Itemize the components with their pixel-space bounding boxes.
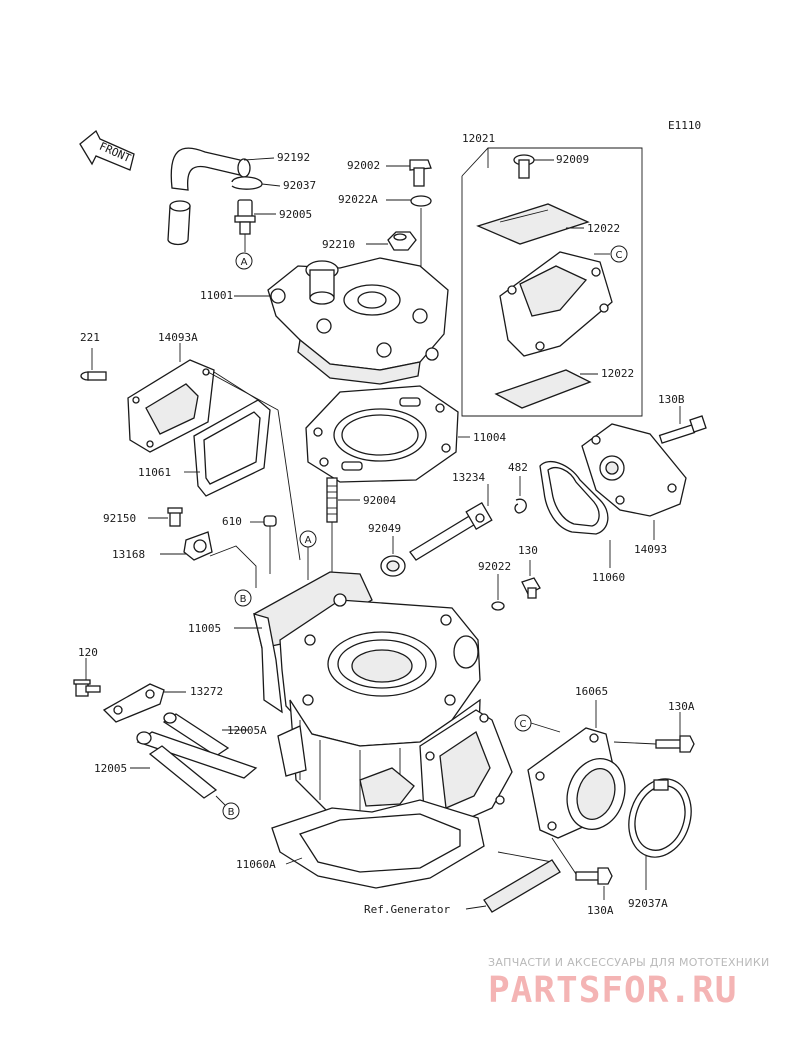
callout-12005a: 12005A <box>227 724 267 737</box>
callout-13272: 13272 <box>190 685 223 698</box>
watermark-brand: PARTSFOR.RU <box>488 970 737 1011</box>
cylinder-head <box>267 257 449 385</box>
reed-screw <box>513 154 535 179</box>
callout-130a-bottom: 130A <box>587 904 614 917</box>
valve-shaft-13234 <box>409 501 493 561</box>
marker-b-bottom-label: B <box>228 807 235 818</box>
callout-12022-upper: 12022 <box>587 222 620 235</box>
rod-12005a <box>162 712 230 757</box>
intake-port <box>419 709 513 831</box>
callout-13168: 13168 <box>112 548 145 561</box>
bolt-221 <box>80 371 107 381</box>
lever-13168 <box>183 531 213 561</box>
marker-a-top <box>235 252 253 270</box>
reed-stopper-upper <box>476 203 590 245</box>
bolt-120 <box>73 679 101 697</box>
marker-c-right-label: C <box>616 250 623 261</box>
callout-11001: 11001 <box>200 289 233 302</box>
washer-92022 <box>491 601 505 611</box>
valve-cover-14093 <box>581 423 687 517</box>
callout-92150: 92150 <box>103 512 136 525</box>
callout-12005: 12005 <box>94 762 127 775</box>
callout-92005: 92005 <box>279 208 312 221</box>
exhaust-cover-14093a <box>127 359 215 453</box>
bolt-130a-bottom <box>575 867 613 885</box>
marker-b-left <box>234 589 252 607</box>
callout-92009: 92009 <box>556 153 589 166</box>
reed-valve-box <box>461 147 643 417</box>
bolt-130b <box>658 415 707 444</box>
watermark-subtitle: ЗАПЧАСТИ И АКСЕССУАРЫ ДЛЯ МОТОТЕХНИКИ <box>488 956 770 969</box>
callout-92192: 92192 <box>277 151 310 164</box>
callout-92022a: 92022A <box>338 193 378 206</box>
callout-14093: 14093 <box>634 543 667 556</box>
oil-seal-92049 <box>380 555 406 577</box>
marker-c-right <box>610 245 628 263</box>
callout-221: 221 <box>80 331 100 344</box>
diagram-code: E1110 <box>668 119 701 132</box>
base-gasket-11060a <box>271 799 485 889</box>
callout-11060a: 11060A <box>236 858 276 871</box>
callout-12021: 12021 <box>462 132 495 145</box>
callout-11061: 11061 <box>138 466 171 479</box>
callout-92210: 92210 <box>322 238 355 251</box>
callout-92002: 92002 <box>347 159 380 172</box>
reed-valve-body <box>499 251 613 357</box>
front-arrow: FRONT <box>79 129 135 171</box>
callout-16065: 16065 <box>575 685 608 698</box>
callout-12022-lower: 12022 <box>601 367 634 380</box>
head-bolt-92002 <box>409 159 432 187</box>
bolt-92150 <box>167 507 183 527</box>
stud-92004 <box>326 477 338 523</box>
callout-130: 130 <box>518 544 538 557</box>
marker-a-top-label: A <box>241 257 248 268</box>
marker-b-bottom <box>222 802 240 820</box>
marker-c-bottom-label: C <box>520 719 527 730</box>
gasket-11060 <box>539 461 609 535</box>
washer-92022a <box>410 195 432 207</box>
pin-610 <box>263 515 277 527</box>
intake-manifold-16065 <box>527 727 626 839</box>
callout-11005: 11005 <box>188 622 221 635</box>
callout-120: 120 <box>78 646 98 659</box>
callout-92022: 92022 <box>478 560 511 573</box>
ref-generator: Ref.Generator <box>364 903 450 916</box>
head-gasket-11004 <box>305 385 459 483</box>
callout-130b: 130B <box>658 393 685 406</box>
callout-92049: 92049 <box>368 522 401 535</box>
callout-11004: 11004 <box>473 431 506 444</box>
callout-130a-top: 130A <box>668 700 695 713</box>
callout-92037a: 92037A <box>628 897 668 910</box>
bolt-130a-top <box>655 735 695 753</box>
nipple-fitting <box>234 199 256 235</box>
hose-clip <box>231 176 263 190</box>
clamp-92037a <box>628 778 692 858</box>
generator-strap <box>483 859 561 913</box>
reed-stopper-lower <box>494 369 592 409</box>
marker-b-left-label: B <box>240 594 247 605</box>
marker-a-mid-label: A <box>305 535 312 546</box>
bracket-13272 <box>102 683 165 723</box>
callout-11060: 11060 <box>592 571 625 584</box>
clip-482 <box>514 498 527 514</box>
callout-482: 482 <box>508 461 528 474</box>
breather-hose <box>167 147 251 246</box>
nut-92210 <box>387 231 417 251</box>
callout-92004: 92004 <box>363 494 396 507</box>
rod-12005 <box>136 731 258 799</box>
callout-92037: 92037 <box>283 179 316 192</box>
bolt-130 <box>521 577 541 599</box>
callout-13234: 13234 <box>452 471 485 484</box>
callout-14093a: 14093A <box>158 331 198 344</box>
callout-610: 610 <box>222 515 242 528</box>
